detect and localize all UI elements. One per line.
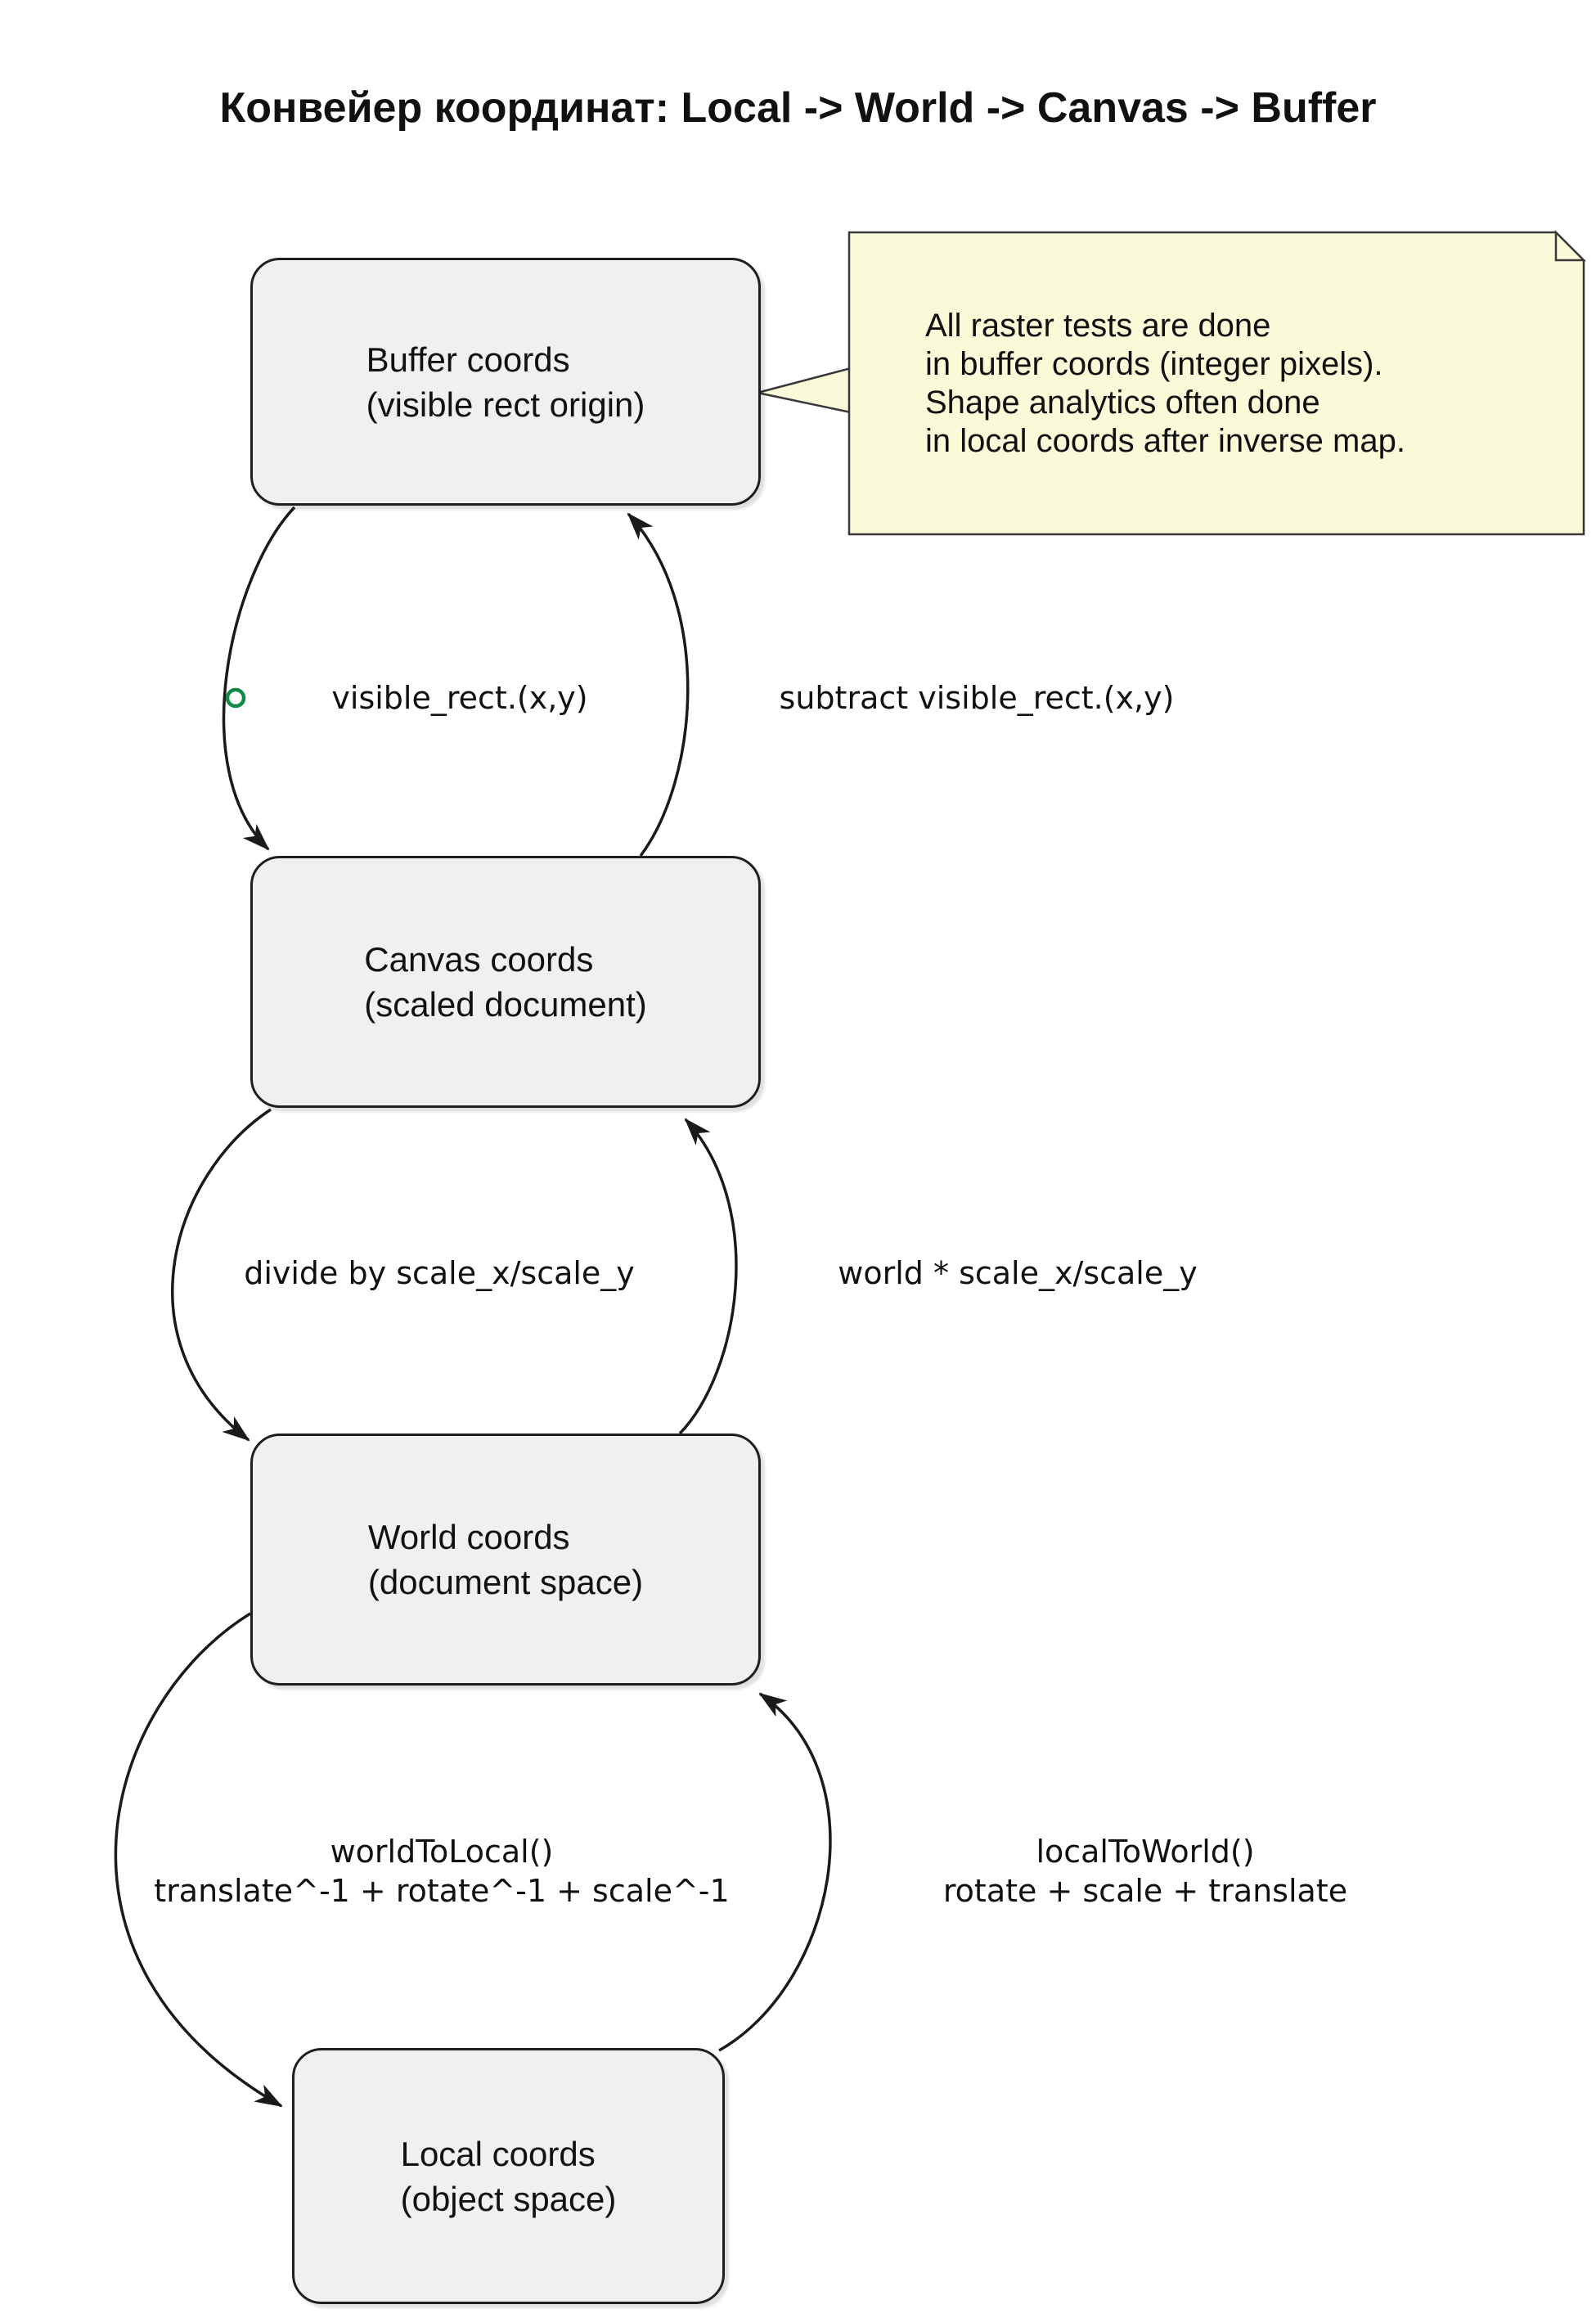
node-buffer-coords: Buffer coords (visible rect origin) [250, 258, 761, 506]
note-line-1: All raster tests are done [925, 307, 1271, 344]
node-canvas-label: Canvas coords (scaled document) [364, 937, 647, 1027]
edge-start-circle-icon [225, 687, 246, 709]
edge-world-to-canvas [678, 1118, 738, 1435]
node-buffer-line2: (visible rect origin) [366, 385, 645, 424]
label-local-to-world-line1: localToWorld() [1036, 1834, 1255, 1870]
note-text: All raster tests are done in buffer coor… [925, 232, 1563, 534]
edge-buffer-to-canvas [222, 506, 296, 851]
node-buffer-line1: Buffer coords [366, 340, 570, 379]
label-local-to-world: localToWorld() rotate + scale + translat… [943, 1832, 1347, 1911]
node-buffer-label: Buffer coords (visible rect origin) [366, 337, 645, 427]
node-local-line1: Local coords [400, 2134, 596, 2173]
note-line-3: Shape analytics often done [925, 384, 1320, 421]
node-local-line2: (object space) [400, 2179, 617, 2218]
node-world-label: World coords (document space) [368, 1515, 643, 1605]
note-shape [847, 231, 1585, 536]
node-world-line1: World coords [367, 1518, 570, 1556]
diagram-title: Конвейер координат: Local -> World -> Ca… [219, 84, 1377, 132]
note-pointer [757, 367, 852, 414]
label-buffer-to-canvas: visible_rect.(x,y) [331, 680, 588, 716]
label-canvas-to-buffer: subtract visible_rect.(x,y) [779, 680, 1175, 716]
edge-local-to-world [718, 1692, 832, 2052]
edge-canvas-to-world [171, 1108, 272, 1442]
label-world-to-canvas: world * scale_x/scale_y [838, 1255, 1198, 1291]
node-world-coords: World coords (document space) [250, 1434, 761, 1686]
label-world-to-local-line2: translate^-1 + rotate^-1 + scale^-1 [154, 1873, 730, 1909]
node-canvas-line2: (scaled document) [364, 985, 647, 1024]
label-local-to-world-line2: rotate + scale + translate [942, 1873, 1348, 1909]
label-canvas-to-world: divide by scale_x/scale_y [244, 1255, 635, 1291]
edge-world-to-local [114, 1612, 283, 2108]
note-line-2: in buffer coords (integer pixels). [925, 345, 1383, 382]
node-local-label: Local coords (object space) [401, 2131, 617, 2221]
note-dogear-icon [1554, 229, 1587, 262]
node-local-coords: Local coords (object space) [292, 2048, 725, 2304]
note-line-4: in local coords after inverse map. [925, 422, 1405, 459]
edge-canvas-to-buffer [627, 512, 690, 857]
label-world-to-local-line1: worldToLocal() [330, 1834, 554, 1870]
node-canvas-coords: Canvas coords (scaled document) [250, 856, 761, 1108]
node-canvas-line1: Canvas coords [364, 940, 594, 979]
node-world-line2: (document space) [367, 1563, 644, 1601]
label-world-to-local: worldToLocal() translate^-1 + rotate^-1 … [154, 1832, 729, 1911]
